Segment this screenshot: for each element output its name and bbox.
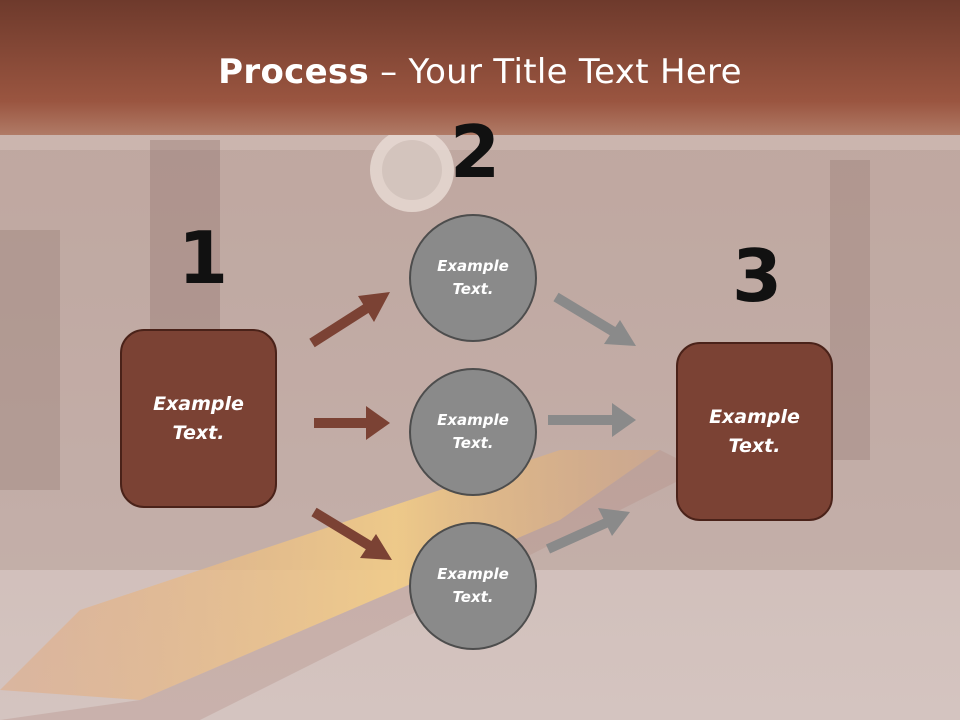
left-box-line2: Text. xyxy=(172,421,225,444)
slide-title: Process – Your Title Text Here xyxy=(0,52,960,92)
right-box-line1: Example xyxy=(709,405,800,428)
step-number-1: 1 xyxy=(178,216,229,300)
circle-bottom: Example Text. xyxy=(409,522,537,650)
circle-middle-line2: Text. xyxy=(452,434,494,452)
arrow-top-to-right xyxy=(553,292,636,346)
right-box-line2: Text. xyxy=(728,434,781,457)
arrow-left-to-bottom xyxy=(311,507,392,560)
circle-bottom-line2: Text. xyxy=(452,588,494,606)
circle-top-line2: Text. xyxy=(452,280,494,298)
right-box-text: Example Text. xyxy=(709,403,800,461)
circle-top-line1: Example xyxy=(437,257,509,275)
left-box-line1: Example xyxy=(153,392,244,415)
arrow-middle-to-right xyxy=(548,403,636,437)
left-box-text: Example Text. xyxy=(153,390,244,448)
circle-middle: Example Text. xyxy=(409,368,537,496)
title-bold: Process xyxy=(218,52,370,92)
step-number-3: 3 xyxy=(732,234,783,318)
circle-middle-line1: Example xyxy=(437,411,509,429)
left-box: Example Text. xyxy=(120,329,277,508)
arrow-bottom-to-right xyxy=(545,508,630,554)
right-box: Example Text. xyxy=(676,342,833,521)
arrow-left-to-middle xyxy=(314,406,390,440)
circle-bottom-line1: Example xyxy=(437,565,509,583)
title-rest: – Your Title Text Here xyxy=(369,52,742,92)
arrow-left-to-top xyxy=(309,292,390,348)
circle-top: Example Text. xyxy=(409,214,537,342)
step-number-2: 2 xyxy=(450,110,501,194)
